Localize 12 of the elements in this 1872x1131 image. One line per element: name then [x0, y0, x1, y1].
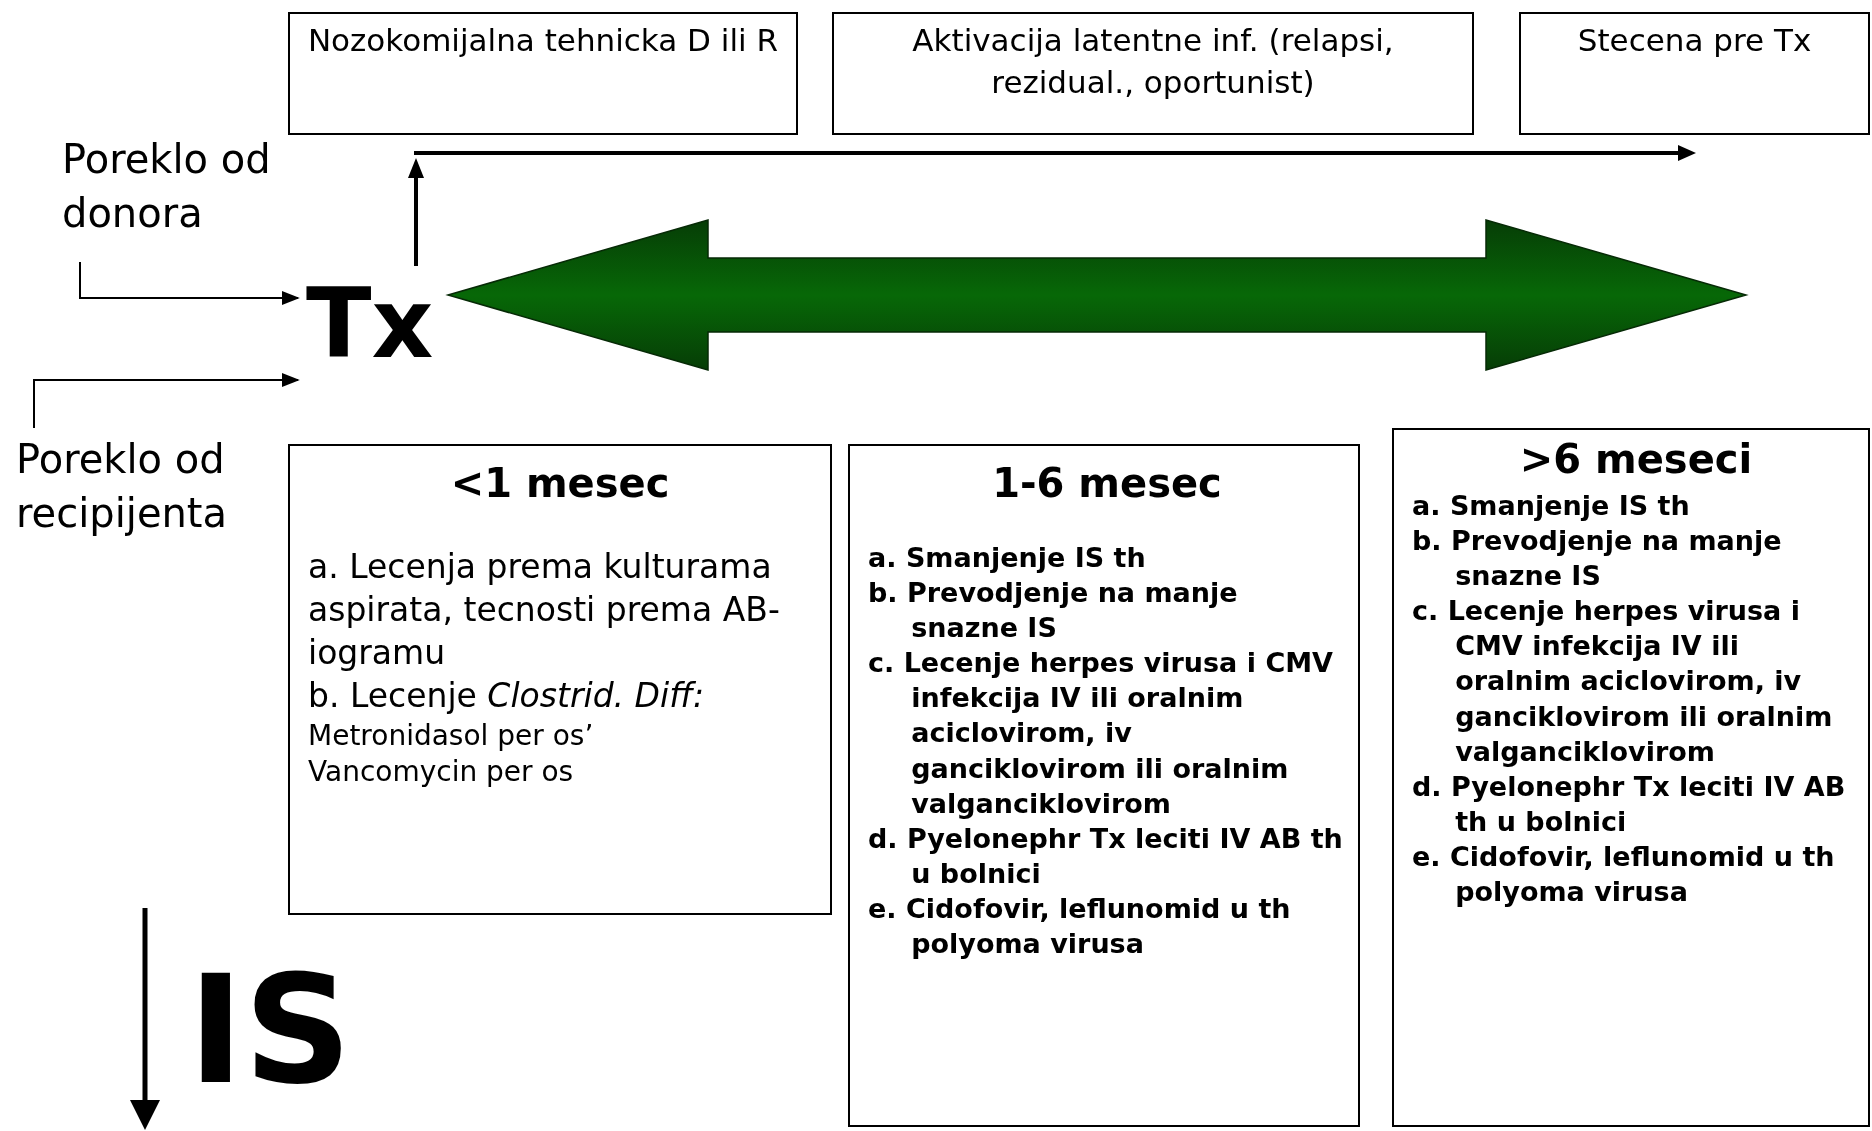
transplant-label: Tx: [298, 272, 448, 384]
immunosuppression-label: IS: [188, 955, 352, 1105]
origin-label: Poreklo od recipijenta: [16, 432, 286, 557]
category-box: Nozokomijalna tehnicka D ili R: [288, 12, 798, 135]
period-panel: 1-6 mesec a. Smanjenje IS th b. Prevodjenje na manje snazne IS c. Lecenje herpes virusa i CMV infekcija IV ili oralnim aciclovirom, iv ganciklovirom ili oralnim valganciklovirom d. Pyelonephr Tx leciti IV AB th u bolnici e. Cidofovir, leflunomid u th polyoma virusa: [848, 444, 1360, 1127]
category-box: Stecena pre Tx: [1519, 12, 1870, 135]
connector-arrow: [79, 261, 300, 306]
period-panel: >6 meseci a. Smanjenje IS th b. Prevodjenje na manje snazne IS c. Lecenje herpes virusa i CMV infekcija IV ili oralnim aciclovirom, iv ganciklovirom ili oralnim valganciklovirom d. Pyelonephr Tx leciti IV AB th u bolnici e. Cidofovir, leflunomid u th polyoma virusa: [1392, 428, 1870, 1127]
origin-label: Poreklo od donora: [62, 132, 322, 252]
category-box: Aktivacija latentne inf. (relapsi, rezidual., oportunist): [832, 12, 1474, 135]
connector-arrow: [33, 372, 300, 429]
period-panel: <1 mesec a. Lecenja prema kulturama aspirata, tecnosti prema AB-iogramu b. Lecenje Clostrid. Diff: Metronidasol per os’ Vancomycin per os: [288, 444, 832, 915]
